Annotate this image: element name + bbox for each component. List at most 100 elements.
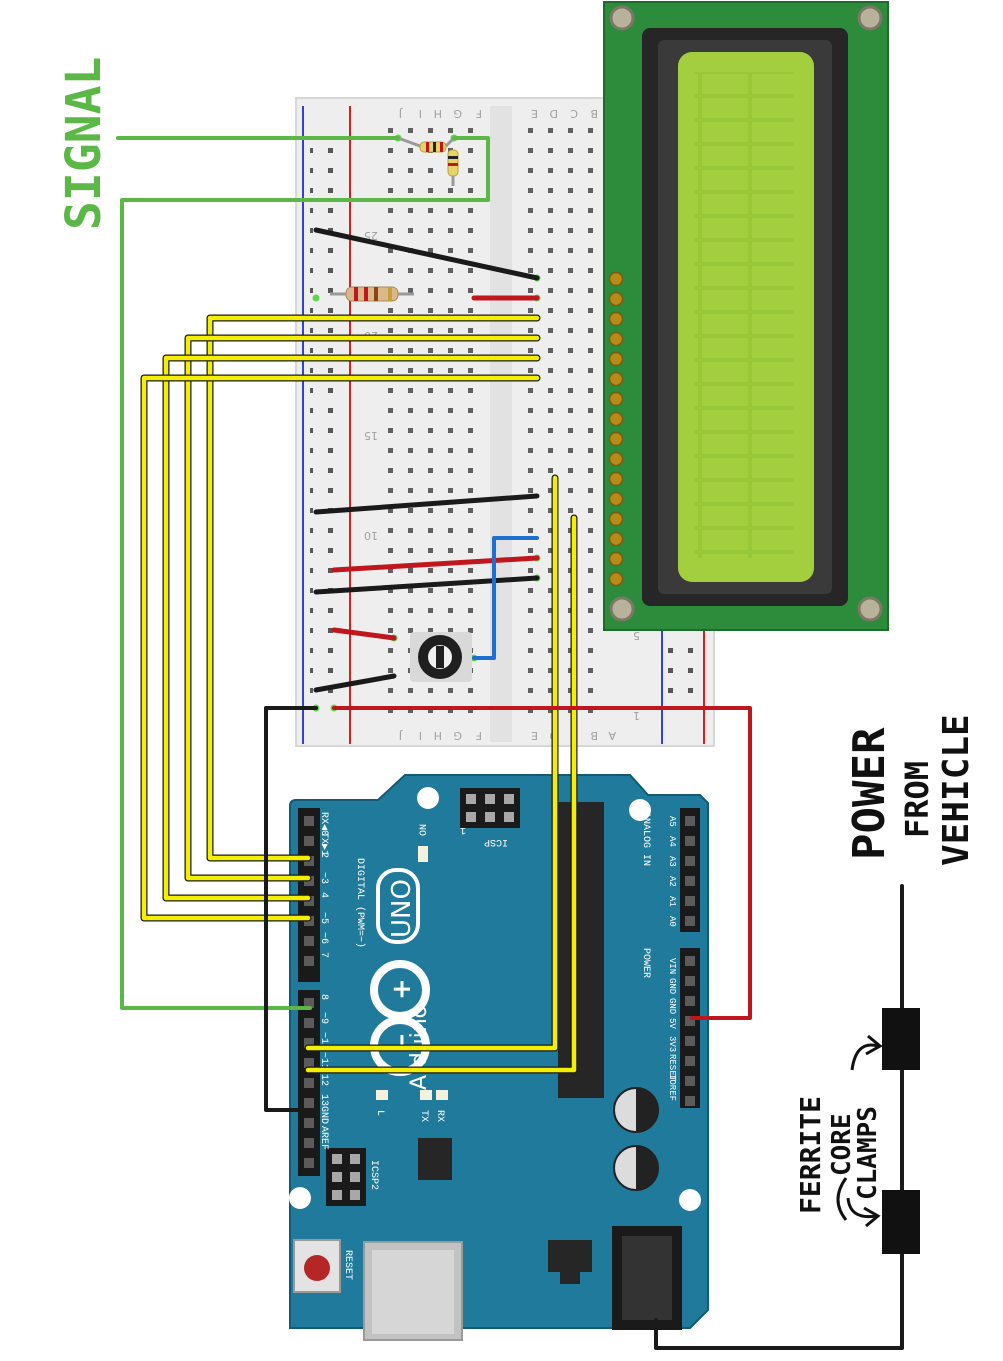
pin-label-aref: AREF: [318, 1126, 329, 1150]
uno-logo: UNO: [376, 868, 420, 944]
bb-letter-top-5: E: [531, 107, 538, 120]
lcd-header-pins: [606, 270, 628, 587]
bb-letter-top-7: C: [570, 107, 578, 120]
terminal-holes-lower: [520, 120, 604, 720]
blue-wire-contrast: [472, 536, 539, 660]
potentiometer[interactable]: [410, 632, 472, 682]
analog-label: ANALOG IN: [640, 812, 651, 866]
pin-label-12: 12: [318, 1074, 329, 1086]
signal-annotation: SIGNAL: [56, 57, 112, 230]
bb-col-10: 10: [364, 529, 378, 542]
bb-letter-bottom-2: H: [434, 729, 442, 742]
lcd-mount-hole-tl: [609, 5, 635, 31]
lcd-mount-hole-br: [857, 596, 883, 622]
bb-col-1: 1: [633, 709, 640, 722]
bb-letter-bottom-3: G: [453, 729, 462, 742]
lcd-module: [603, 1, 889, 631]
rx-led-label: RX: [434, 1110, 445, 1122]
reset-label: RESET: [342, 1250, 353, 1280]
pin-label-gnd: GND: [318, 1106, 329, 1124]
power-annotation-line3: VEHICLE: [936, 714, 977, 866]
bb-letter-bottom-1: I: [419, 729, 422, 742]
arrow-to-clamp-2-icon: [846, 1197, 877, 1219]
terminal-holes-upper: [380, 120, 480, 720]
pin-label-3: ~3: [318, 872, 329, 884]
pin-label-a4: A4: [667, 836, 677, 847]
pin-label-7: 7: [318, 952, 329, 958]
bb-letter-top-8: B: [590, 107, 598, 120]
atmega-chip: [558, 802, 604, 1098]
bb-letter-bottom-8: B: [590, 729, 598, 742]
black-jumper-1: [313, 227, 540, 281]
rail-holes-right: [668, 640, 702, 700]
ferrite-annotation-line3: CLAMPS: [853, 1106, 883, 1200]
arduino-logo-plus-icon: +: [387, 978, 417, 1000]
tx1-label: TX▶1: [318, 832, 329, 856]
bb-col-5: 5: [633, 629, 640, 642]
bb-letter-top-3: G: [453, 107, 462, 120]
gnd-wire: [264, 706, 318, 1112]
pin-label-a1: A1: [667, 896, 677, 907]
red-jumper-2: [331, 555, 540, 573]
arrow-to-clamp-1-icon: [850, 1043, 879, 1071]
rx0-label: RX◀0: [318, 812, 329, 836]
bb-letter-top-0: J: [399, 107, 403, 120]
pin-label-13: 13: [318, 1094, 329, 1106]
pin-label-9: ~9: [318, 1012, 329, 1024]
black-jumper-3: [313, 575, 540, 595]
pin-label-6: ~6: [318, 932, 329, 944]
pin-label-gnd-2: GND: [667, 998, 677, 1014]
rail-holes-left: [310, 140, 346, 700]
5v-wire: [332, 706, 752, 1020]
pin-label-5v: 5V: [667, 1018, 677, 1029]
bb-letter-bottom-0: J: [399, 729, 403, 742]
pin-label-10: ~10: [318, 1032, 329, 1050]
icsp-pin1-label: 1: [460, 824, 466, 835]
arduino-tm: TM: [421, 984, 430, 997]
digital-label: DIGITAL (PWM=~): [354, 858, 366, 948]
pin-label-a3: A3: [667, 856, 677, 867]
power-annotation-line2: FROM: [898, 761, 936, 838]
vehicle-power-wire: [654, 884, 904, 1350]
lcd-char-grid: [694, 72, 794, 558]
pin-label-vin: VIN: [667, 958, 677, 974]
icsp2-label: ICSP2: [368, 1160, 379, 1190]
bb-letter-top-1: I: [419, 107, 422, 120]
lcd-mount-hole-bl: [609, 596, 635, 622]
analog-header: [680, 808, 700, 932]
pin-label-gnd-1: GND: [667, 978, 677, 994]
pin-label-5: ~5: [318, 912, 329, 924]
backlight-resistor: [330, 286, 414, 302]
bb-letter-top-6: D: [550, 107, 558, 120]
ferrite-open-paren-icon: [836, 1177, 848, 1221]
on-label: ON: [419, 824, 430, 836]
pin-label-ioref: IOREF: [667, 1074, 677, 1101]
icsp-label: ICSP: [484, 836, 508, 847]
bb-letter-bottom-5: E: [531, 729, 538, 742]
pin-label-3v3: 3V3: [667, 1036, 677, 1052]
pin-label-4: 4: [318, 892, 329, 898]
black-jumper-4: [313, 673, 397, 693]
wires: [116, 136, 904, 1350]
pin-label-reset: RESET: [667, 1054, 677, 1082]
bb-letter-bottom-4: F: [476, 729, 482, 742]
black-jumper-2: [313, 493, 540, 515]
power-label: POWER: [640, 948, 651, 978]
pin-label-8: 8: [318, 994, 329, 1000]
uno-label: UNO: [387, 879, 417, 938]
bb-col-15: 15: [364, 429, 378, 442]
signal-wire-loop: [120, 136, 490, 1010]
ferrite-annotation-line2: CORE: [827, 1113, 857, 1176]
pin-label-2: 2: [318, 852, 329, 858]
ferrite-clamp-2: [882, 1190, 920, 1254]
pin-label-11: ~11: [318, 1052, 329, 1070]
usb-chip: [418, 1138, 452, 1180]
bb-letter-top-2: H: [434, 107, 442, 120]
bb-letter-top-4: F: [476, 107, 482, 120]
arduino-uno: + − Arduino TM UNO ON ICSP 1 ICSP2 RESET…: [289, 774, 709, 1341]
ferrite-annotation-line1: FERRITE: [794, 1096, 827, 1214]
tx-led-label: TX: [418, 1110, 429, 1122]
pin-label-a0: A0: [667, 916, 677, 927]
power-annotation-line1: POWER: [844, 727, 895, 860]
